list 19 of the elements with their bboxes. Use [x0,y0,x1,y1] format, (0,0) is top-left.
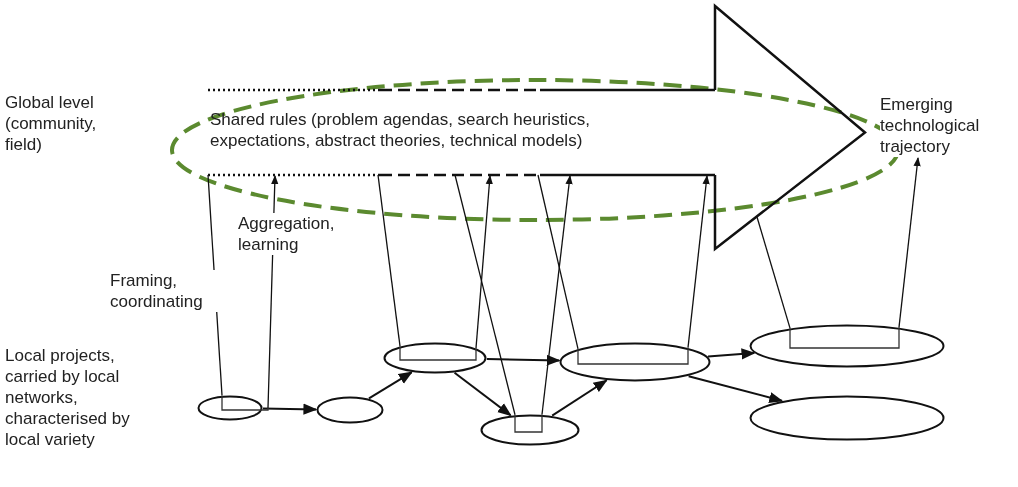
arrow-text: Shared rules (problem agendas, search heuristics, expectations, abstract theories, technical models) [210,109,591,151]
connector-line [537,174,579,350]
arrow [898,157,921,328]
arrow [368,371,413,400]
annotation-text: Local projects, carried by local networks, characterised by local variety [5,345,131,450]
arrow [707,348,756,360]
arrow [687,175,710,349]
arrow [453,371,512,417]
annotation-text: Framing, coordinating [110,270,220,312]
connector-line [454,174,516,416]
arrow [261,403,318,415]
connector-line [756,216,791,329]
annotation-text: Global level (community, field) [5,92,98,155]
arrow [551,379,608,417]
arrow [475,175,493,349]
arrow [485,354,561,366]
connector-line [377,174,401,347]
arrow [687,375,784,403]
arrow [541,175,573,416]
